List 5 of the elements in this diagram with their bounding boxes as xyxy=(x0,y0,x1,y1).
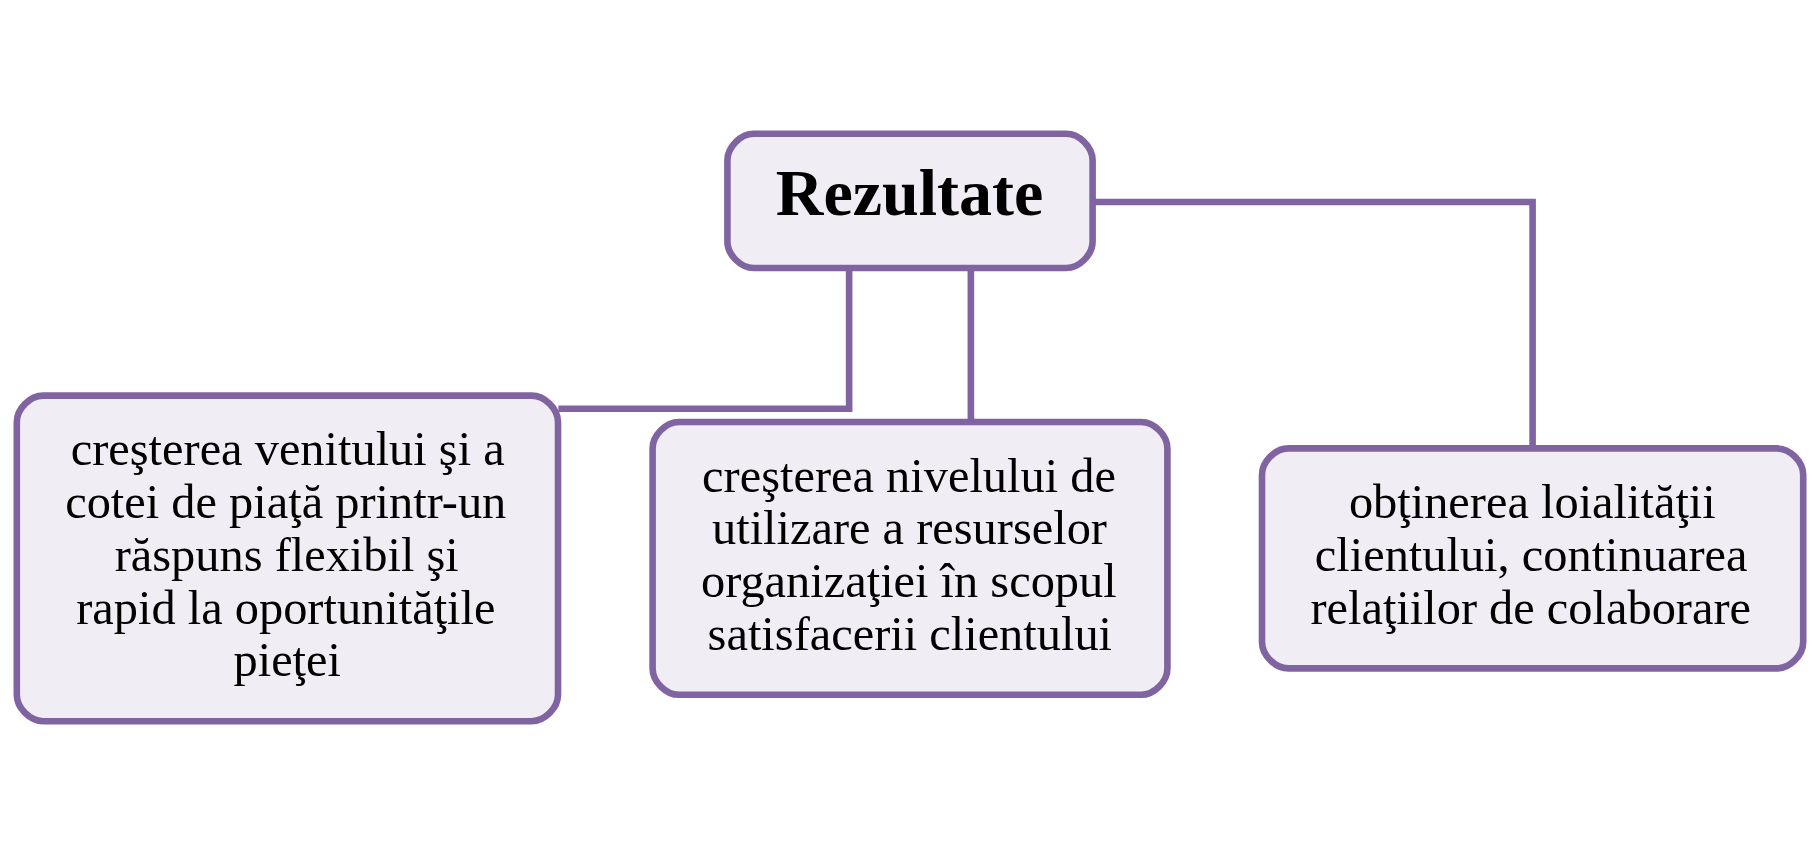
node-box: creşterea venitului şi a cotei de piaţă printr-un răspuns flexibil şi rapid la oportunităţile pieţei xyxy=(13,391,562,724)
node-box: creşterea nivelului de utilizare a resurselor organizaţiei în scopul satisfacerii clientului xyxy=(649,418,1171,698)
connector xyxy=(1093,198,1536,448)
node-box: obţinerea loialităţii clientului, continuarea relaţiilor de colaborare xyxy=(1258,444,1807,672)
node-box: Rezultate xyxy=(724,130,1096,271)
